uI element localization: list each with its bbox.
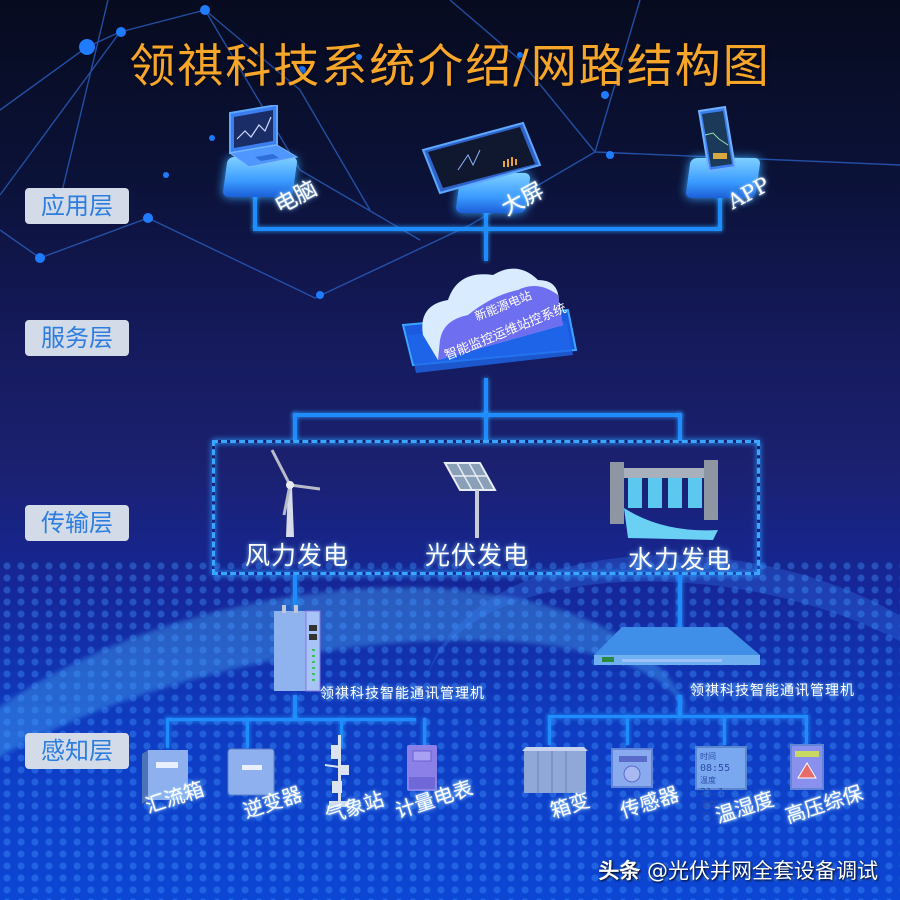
app-device-pc[interactable] — [215, 105, 305, 200]
connector-line — [678, 413, 682, 441]
connector-line — [548, 715, 808, 718]
generation-solar[interactable] — [440, 455, 520, 540]
sensor-combiner-box[interactable] — [140, 750, 190, 805]
generation-label: 光伏发电 — [425, 541, 530, 570]
thermo-temp-value: 21.1 — [700, 787, 725, 798]
din-rail-gateway-icon — [274, 605, 321, 692]
generation-label: 水力发电 — [628, 545, 733, 574]
hydro-dam-icon — [610, 460, 718, 540]
thermo-time-value: 08:55 — [700, 763, 731, 774]
large-screen-icon — [421, 121, 542, 195]
solar-panel-icon — [443, 462, 497, 538]
thermo-row-time: 时间 08:55 — [700, 751, 742, 775]
generation-wind[interactable] — [262, 445, 332, 540]
box-transformer-icon — [522, 747, 588, 793]
connector-line — [626, 715, 629, 745]
sensor-generic[interactable] — [611, 748, 653, 788]
combiner-box-icon — [142, 750, 188, 804]
thermo-hum-label: 湿度 — [700, 800, 716, 809]
watermark-handle: @光伏并网全套设备调试 — [647, 859, 878, 883]
app-device-large-screen[interactable] — [418, 115, 548, 213]
connector-line — [484, 378, 488, 416]
thermo-row-temp: 温度 21.1 — [700, 775, 742, 799]
inverter-icon — [227, 748, 275, 796]
connector-line — [723, 715, 726, 745]
connector-line — [166, 718, 416, 721]
cloud-monitoring-system[interactable]: 新能源电站 智能监控运维站控系统 — [398, 255, 578, 380]
layer-label-transport: 传输层 — [25, 505, 129, 541]
connector-line — [484, 200, 488, 230]
laptop-icon — [228, 105, 299, 168]
layer-label-service: 服务层 — [25, 320, 129, 356]
watermark-brand: 头条 — [598, 859, 641, 883]
sensor-icon — [619, 756, 647, 783]
connector-line — [805, 715, 808, 745]
gateway-label: 领祺科技智能通讯管理机 — [320, 686, 485, 702]
connector-line — [548, 715, 551, 745]
gateway-label: 领祺科技智能通讯管理机 — [690, 683, 855, 699]
connector-line — [484, 229, 488, 261]
hv-protection-icon — [795, 751, 819, 779]
generation-label: 风力发电 — [245, 541, 350, 570]
sensor-weather-station[interactable] — [315, 735, 365, 810]
layer-label-application: 应用层 — [25, 188, 129, 224]
energy-meter-icon — [407, 745, 437, 791]
mobile-phone-icon — [697, 105, 737, 173]
sensor-energy-meter[interactable] — [405, 743, 445, 795]
generation-sources-group — [212, 440, 760, 575]
wind-turbine-icon — [270, 449, 321, 537]
weather-station-icon — [324, 735, 349, 807]
rack-gateway-icon — [594, 627, 760, 665]
connector-line — [484, 413, 488, 441]
layer-label-perception: 感知层 — [25, 733, 129, 769]
connector-line — [718, 195, 722, 229]
sensor-inverter[interactable] — [224, 745, 279, 800]
connector-line — [293, 413, 297, 441]
connector-line — [166, 718, 169, 748]
connector-line — [293, 575, 297, 610]
gateway-left[interactable] — [272, 605, 322, 695]
connector-line — [678, 695, 682, 717]
app-device-app[interactable] — [683, 103, 763, 198]
gateway-right[interactable] — [592, 625, 762, 670]
thermo-temp-label: 温度 — [700, 776, 716, 785]
connector-line — [678, 575, 682, 630]
watermark: 头条 @光伏并网全套设备调试 — [598, 855, 878, 885]
generation-hydro[interactable] — [608, 458, 720, 543]
connector-line — [246, 718, 249, 748]
connector-line — [293, 695, 297, 720]
connector-line — [423, 718, 426, 748]
thermo-row-humidity: 湿度 71.0 — [700, 799, 742, 823]
connector-line — [253, 195, 257, 229]
sensor-hv-protection[interactable] — [790, 744, 824, 790]
thermo-hum-value: 71.0 — [700, 811, 725, 822]
background-dot-pattern — [0, 560, 900, 900]
connector-line — [340, 718, 343, 748]
thermo-time-label: 时间 — [700, 752, 716, 761]
sensor-thermo-hygrometer[interactable]: 时间 08:55 温度 21.1 湿度 71.0 — [695, 746, 747, 822]
sensor-box-transformer[interactable] — [520, 745, 590, 795]
cloud-server-icon — [401, 268, 578, 373]
page-title: 领祺科技系统介绍/网路结构图 — [129, 39, 771, 93]
